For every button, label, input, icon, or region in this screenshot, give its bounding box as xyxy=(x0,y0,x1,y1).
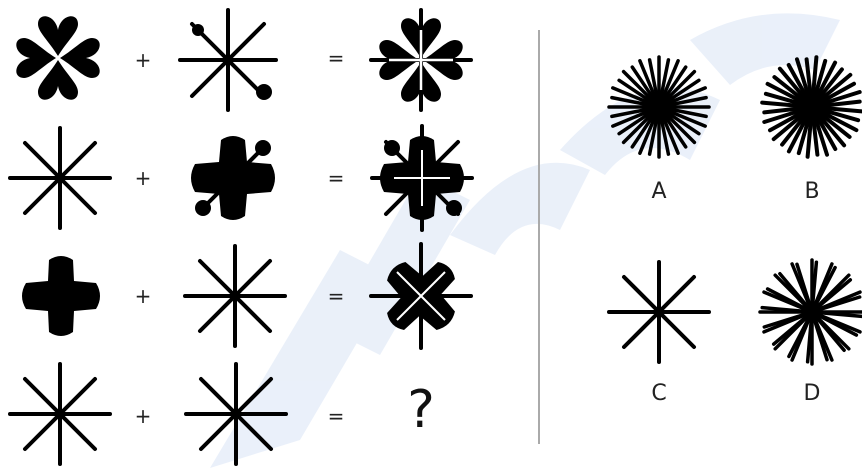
row2-result xyxy=(372,126,472,230)
equals-sign-row4: = xyxy=(328,406,345,426)
equals-sign-row3: = xyxy=(328,286,345,306)
row2-blob-with-balls xyxy=(191,136,275,220)
equals-sign-row1: = xyxy=(328,48,345,68)
row1-star-with-balls xyxy=(180,10,276,110)
row1-clover xyxy=(16,16,99,99)
row1-result xyxy=(371,10,471,110)
option-d-label[interactable]: D xyxy=(804,383,821,405)
option-a-label[interactable]: A xyxy=(651,181,666,203)
option-a-figure[interactable] xyxy=(609,57,709,157)
option-b-label[interactable]: B xyxy=(804,181,819,203)
divider-line xyxy=(538,30,540,444)
row3-result xyxy=(365,240,477,352)
plus-sign-row2: + xyxy=(135,168,152,188)
plus-sign-row3: + xyxy=(135,286,152,306)
plus-sign-row4: + xyxy=(135,406,152,426)
question-mark: ? xyxy=(407,384,435,436)
equals-sign-row2: = xyxy=(328,168,345,188)
row4-star-left xyxy=(10,364,110,464)
plus-sign-row1: + xyxy=(135,50,152,70)
row3-blob xyxy=(22,256,100,336)
row3-star xyxy=(185,246,285,346)
row4-star-right xyxy=(186,364,286,464)
option-c-figure[interactable] xyxy=(609,262,709,362)
row2-star xyxy=(10,128,110,228)
option-c-label[interactable]: C xyxy=(651,383,666,405)
option-d-figure[interactable] xyxy=(760,260,862,364)
option-b-figure[interactable] xyxy=(762,57,862,157)
